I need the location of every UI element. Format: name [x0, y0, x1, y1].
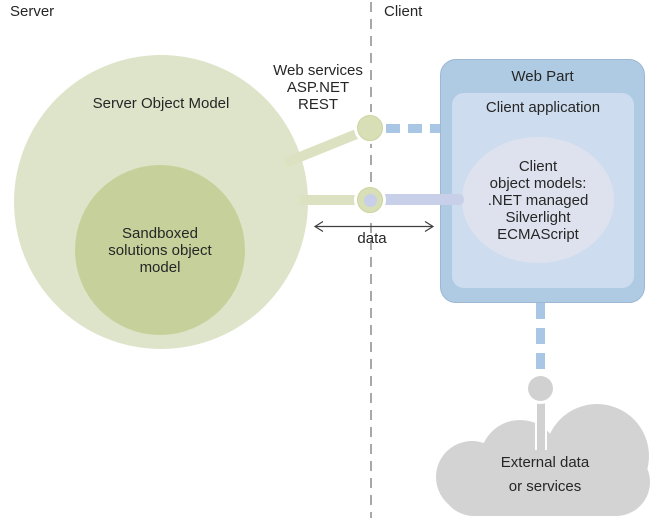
client-om-connector-line-server — [300, 195, 374, 205]
sandboxed-solutions-label: Sandboxed solutions object model — [108, 224, 212, 276]
client-om-connector-line-client — [372, 194, 464, 205]
web-part-box: Web Part Client application Client objec… — [440, 59, 645, 303]
data-double-arrow-icon — [313, 220, 435, 233]
server-client-divider — [370, 2, 372, 518]
web-services-node-icon — [357, 115, 383, 141]
cloud-base — [440, 448, 650, 516]
server-region-label: Server — [10, 3, 55, 20]
web-part-title: Web Part — [511, 68, 574, 85]
sandboxed-solutions-circle: Sandboxed solutions object model — [75, 165, 245, 335]
client-object-models-ellipse: Client object models: .NET managed Silve… — [462, 137, 614, 263]
web-services-label: Web services ASP.NET REST — [273, 62, 363, 113]
web-services-dashed-link — [386, 124, 441, 133]
external-data-label: External data or services — [500, 454, 590, 495]
external-data-node-icon — [528, 376, 553, 401]
data-boundary-node-core — [363, 193, 377, 207]
data-boundary-node-icon — [357, 187, 383, 213]
data-label: data — [357, 230, 387, 247]
external-data-dashed-link — [536, 303, 545, 376]
server-object-model-label: Server Object Model — [92, 95, 230, 112]
cloud-stem-line — [535, 394, 547, 450]
client-application-title: Client application — [485, 99, 601, 116]
client-region-label: Client — [384, 3, 423, 20]
client-object-models-label: Client object models: .NET managed Silve… — [487, 157, 589, 243]
client-application-box: Client application Client object models:… — [452, 93, 634, 288]
